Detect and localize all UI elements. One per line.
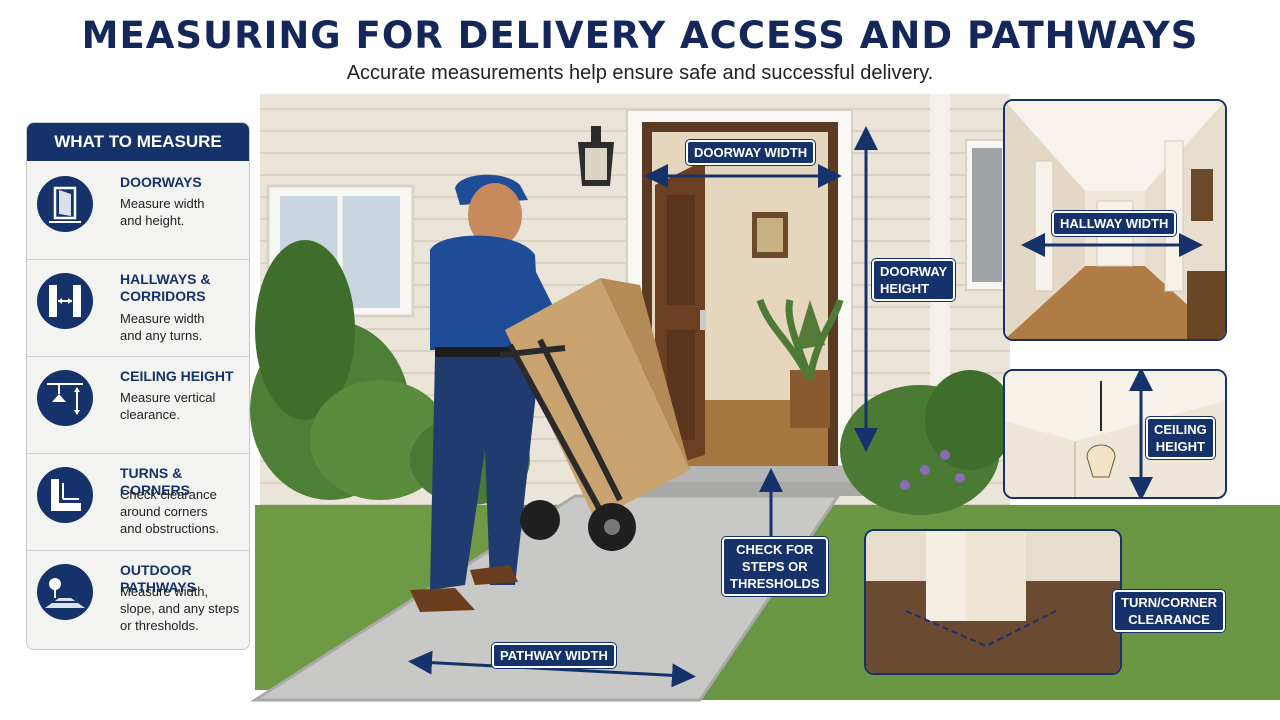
hallway-icon (37, 273, 93, 329)
item-text: Check clearance around corners and obstr… (120, 487, 220, 536)
wall-lantern (578, 126, 614, 186)
item-title: TURNS & CORNERS (120, 465, 191, 498)
label-hallway-width: HALLWAY WIDTH (1052, 211, 1177, 236)
page-title: MEASURING FOR DELIVERY ACCESS AND PATHWA… (81, 14, 1199, 57)
list-item-ceiling-height: CEILING HEIGHT Measure vertical clearanc… (27, 356, 249, 454)
page-subtitle: Accurate measurements help ensure safe a… (346, 62, 934, 84)
house-window-right (965, 139, 1007, 291)
hallway-inset (1003, 99, 1227, 341)
label-turn-corner: TURN/CORNER CLEARANCE (1113, 590, 1226, 632)
hand-truck-with-box (499, 278, 690, 551)
item-text: Measure vertical clearance. (120, 390, 216, 422)
label-ceiling-height: CEILING HEIGHT (1146, 417, 1215, 459)
label-pathway-width: PATHWAY WIDTH (492, 643, 616, 668)
list-item-turns-corners: TURNS & CORNERS Check clearance around c… (27, 453, 249, 551)
corner-icon (37, 467, 93, 523)
list-item-doorways: DOORWAYS Measure width and height. (27, 162, 249, 260)
label-steps-thresholds: CHECK FOR STEPS OR THRESHOLDS (722, 537, 828, 596)
label-doorway-height: DOORWAY HEIGHT (872, 259, 956, 301)
panel-heading: WHAT TO MEASURE (27, 123, 249, 161)
item-text: Measure width, slope, and any steps or t… (120, 584, 240, 633)
walkway (249, 494, 841, 702)
list-item-hallways: HALLWAYS & CORRIDORS Measure width and a… (27, 259, 249, 357)
item-text: Measure width and height. (120, 196, 205, 228)
item-title: DOORWAYS (120, 174, 202, 190)
item-title: HALLWAYS & CORRIDORS (120, 271, 211, 304)
ceiling-lamp-icon (37, 370, 93, 426)
doorway-icon (37, 176, 93, 232)
shrub-right (840, 370, 1015, 515)
what-to-measure-panel: WHAT TO MEASURE DOORWAYS Measure width a… (26, 122, 250, 650)
shrub-left (250, 240, 530, 505)
list-item-outdoor-pathways: OUTDOOR PATHWAYS Measure width, slope, a… (27, 550, 249, 647)
item-title: CEILING HEIGHT (120, 368, 234, 384)
label-doorway-width: DOORWAY WIDTH (686, 140, 816, 165)
pathway-icon (37, 564, 93, 620)
corner-inset (864, 529, 1122, 675)
item-text: Measure width and any turns. (120, 311, 205, 343)
item-title: OUTDOOR PATHWAYS (120, 562, 196, 595)
